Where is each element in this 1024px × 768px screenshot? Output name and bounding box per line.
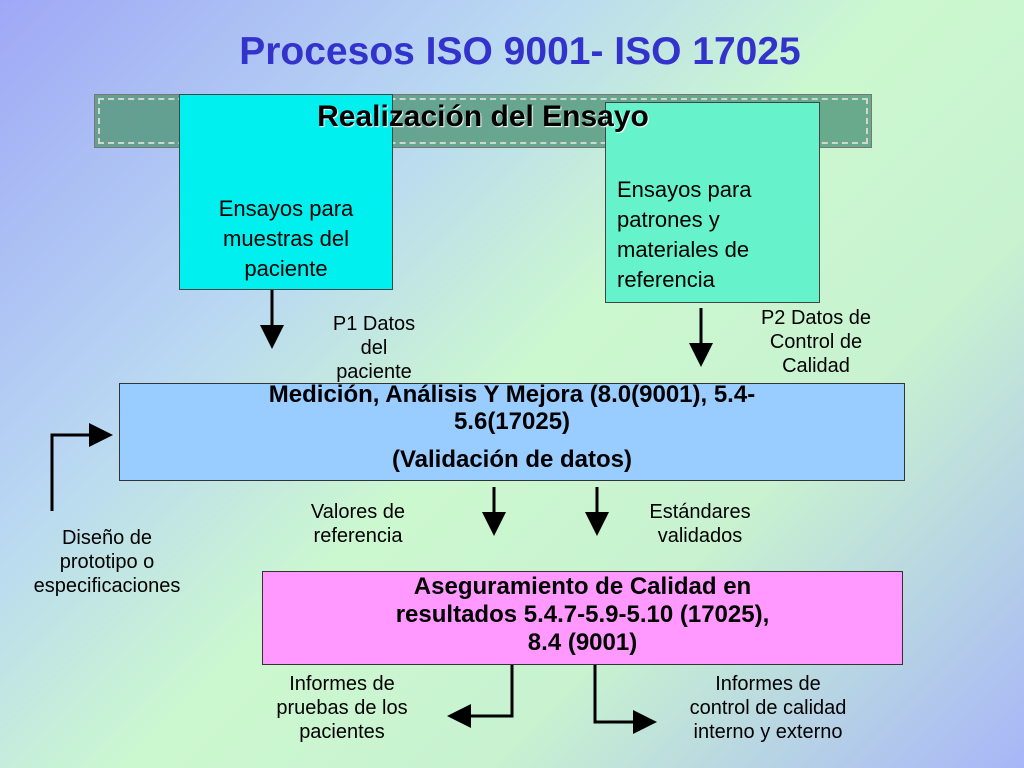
label-p1-line: del — [360, 337, 388, 359]
arrow-to-patient-reports — [447, 665, 514, 728]
label-reference-values-line: referencia — [313, 525, 403, 547]
label-patient-reports: Informes de pruebas de los pacientes — [252, 672, 432, 744]
label-validated-standards: Estándares validados — [610, 500, 790, 548]
banner-title: Realización del Ensayo — [317, 100, 649, 133]
label-prototype-design-line: especificaciones — [33, 575, 181, 597]
box-patient-samples-line: Ensayos para — [218, 196, 354, 221]
box-measurement-subtitle: (Validación de datos) — [391, 446, 633, 473]
arrow-design-to-measurement — [50, 423, 113, 511]
banner-dashed-border — [98, 98, 868, 144]
label-prototype-design-line: prototipo o — [59, 551, 155, 573]
label-prototype-design-line: Diseño de — [61, 527, 153, 549]
box-quality-assurance-line: Aseguramiento de Calidad en — [413, 573, 752, 600]
label-patient-reports-line: Informes de — [289, 673, 395, 695]
label-validated-standards-line: validados — [657, 525, 743, 547]
label-p1-line: paciente — [336, 361, 412, 383]
label-p2-line: Control de — [769, 331, 863, 353]
label-reference-values-line: Valores de — [310, 501, 406, 523]
box-measurement-title: Medición, Análisis Y Mejora (8.0(9001), … — [119, 381, 905, 435]
label-p2-qc-data: P2 Datos de Control de Calidad — [730, 306, 902, 378]
box-quality-assurance-line: 8.4 (9001) — [527, 629, 638, 656]
box-reference-materials-text: Ensayos para patrones y materiales de re… — [617, 175, 817, 295]
label-qc-reports-line: control de calidad — [689, 697, 847, 719]
box-patient-samples-text: Ensayos para muestras del paciente — [179, 194, 393, 284]
box-reference-materials-line: referencia — [617, 267, 715, 292]
box-quality-assurance-text: Aseguramiento de Calidad en resultados 5… — [262, 573, 903, 657]
box-patient-samples-line: paciente — [244, 256, 328, 281]
box-reference-materials-line: materiales de — [617, 237, 750, 262]
box-quality-assurance — [262, 571, 903, 665]
label-validated-standards-line: Estándares — [649, 501, 751, 523]
box-reference-materials — [605, 102, 820, 303]
label-qc-reports-line: interno y externo — [693, 721, 843, 743]
label-qc-reports: Informes de control de calidad interno y… — [654, 672, 882, 744]
label-patient-reports-line: pruebas de los — [276, 697, 408, 719]
label-qc-reports-line: Informes de — [715, 673, 821, 695]
box-reference-materials-line: Ensayos para — [617, 177, 752, 202]
box-measurement-analysis — [119, 383, 905, 481]
box-patient-samples-line: muestras del — [223, 226, 349, 251]
box-reference-materials-line: patrones y — [617, 207, 720, 232]
label-p2-line: Calidad — [782, 355, 850, 377]
box-patient-samples — [179, 94, 393, 290]
label-p1-line: P1 Datos — [332, 313, 416, 335]
arrow-to-qc-reports — [593, 665, 657, 734]
label-patient-reports-line: pacientes — [299, 721, 385, 743]
slide-title: Procesos ISO 9001- ISO 17025 — [239, 30, 801, 73]
box-measurement-line: Medición, Análisis Y Mejora (8.0(9001), … — [268, 381, 756, 408]
box-measurement-line: 5.6(17025) — [453, 408, 571, 435]
box-quality-assurance-line: resultados 5.4.7-5.9-5.10 (17025), — [395, 601, 770, 628]
label-reference-values: Valores de referencia — [276, 500, 440, 548]
label-prototype-design: Diseño de prototipo o especificaciones — [6, 526, 208, 598]
label-p2-line: P2 Datos de — [760, 307, 872, 329]
label-p1-patient-data: P1 Datos del paciente — [296, 312, 452, 384]
